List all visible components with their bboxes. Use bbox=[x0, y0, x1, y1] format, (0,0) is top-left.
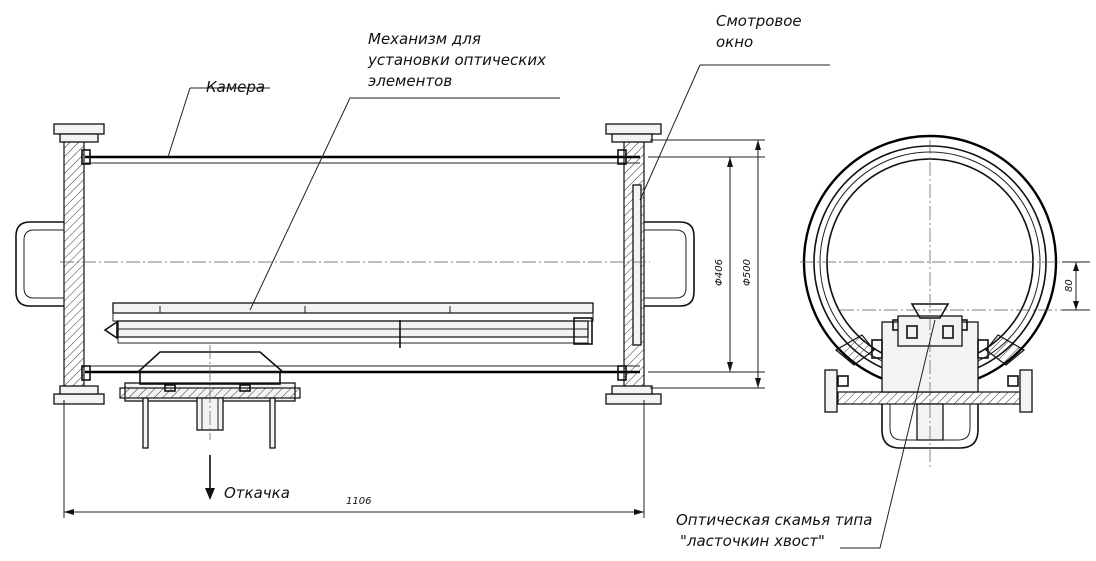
dimension-inner-diameter: Φ406 bbox=[714, 259, 725, 286]
leader-mechanism bbox=[249, 97, 560, 311]
dimension-length: 1106 bbox=[346, 496, 372, 507]
label-mechanism-line1: Механизм для bbox=[368, 30, 481, 48]
label-pumping: Откачка bbox=[224, 484, 290, 502]
label-window-line1: Смотровое bbox=[716, 12, 802, 30]
label-mechanism-line3: элементов bbox=[368, 72, 453, 90]
dimension-outer-diameter: Φ500 bbox=[742, 259, 753, 286]
leader-chamber bbox=[167, 87, 270, 158]
leader-window bbox=[639, 64, 830, 201]
label-bench-line1: Оптическая скамья типа bbox=[676, 511, 873, 529]
label-mechanism-line2: установки оптических bbox=[368, 51, 546, 69]
label-bench-line2: "ласточкин хвост" bbox=[680, 532, 825, 550]
end-view bbox=[800, 134, 1090, 549]
label-window-line2: окно bbox=[716, 33, 754, 51]
leader-bench bbox=[840, 319, 936, 549]
label-chamber: Камера bbox=[206, 78, 266, 96]
viewing-window bbox=[632, 184, 642, 346]
dimension-offset: 80 bbox=[1064, 279, 1075, 292]
optical-bench-side bbox=[103, 302, 594, 348]
left-flange-wall bbox=[63, 139, 85, 389]
side-view bbox=[15, 64, 830, 518]
